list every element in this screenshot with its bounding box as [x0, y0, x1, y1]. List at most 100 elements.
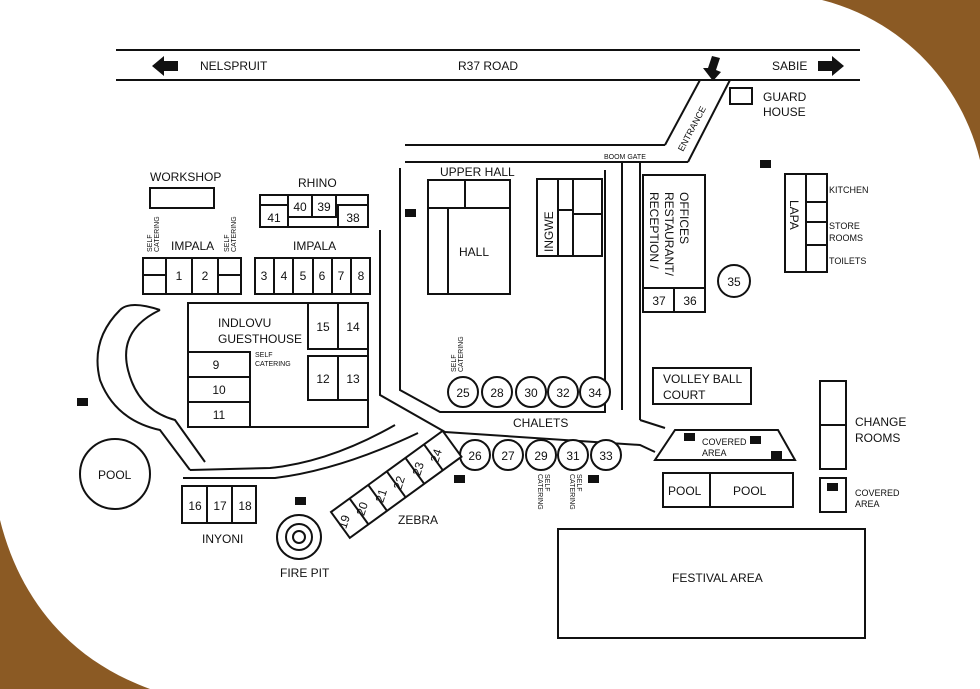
- workshop-building[interactable]: [149, 187, 215, 209]
- festival-area[interactable]: [557, 528, 866, 639]
- volleyball-label: COURT: [663, 388, 706, 402]
- unit-label[interactable]: 1: [176, 269, 183, 283]
- upper-hall-label: UPPER HALL: [440, 165, 515, 179]
- chalet-34[interactable]: [579, 376, 611, 408]
- unit-label[interactable]: 4: [281, 269, 288, 283]
- unit-label: 32: [556, 386, 570, 400]
- unit-39[interactable]: [311, 194, 337, 218]
- unit-label: 38: [346, 211, 360, 225]
- self-catering-note: SELF: [224, 234, 231, 252]
- hall-building[interactable]: [427, 179, 511, 295]
- unit-label[interactable]: 22: [390, 474, 408, 491]
- unit-label[interactable]: 24: [427, 447, 445, 464]
- volleyball-court[interactable]: [652, 367, 752, 405]
- unit-label: 13: [346, 372, 360, 386]
- self-catering-note: CATERING: [154, 216, 161, 252]
- reception-label: RESTAURANT/: [662, 192, 676, 276]
- covered-area-label: AREA: [702, 448, 727, 458]
- reception-label: RECEPTION /: [647, 192, 661, 269]
- lapa-label: LAPA: [787, 200, 801, 230]
- self-catering-note: CATERING: [255, 361, 291, 368]
- unit-label[interactable]: 21: [372, 487, 390, 504]
- unit-label[interactable]: 23: [409, 460, 427, 477]
- self-catering-note: SELF: [451, 354, 458, 372]
- unit-label: 31: [566, 449, 580, 463]
- pool-label: POOL: [733, 484, 767, 498]
- unit-label[interactable]: 16: [188, 499, 202, 513]
- marker-square-icon: [750, 436, 761, 444]
- unit-11[interactable]: [187, 401, 251, 428]
- marker-square-icon: [295, 497, 306, 505]
- guard-house[interactable]: [729, 87, 753, 105]
- inyoni-label: INYONI: [202, 532, 243, 546]
- self-catering-note: SELF: [255, 352, 273, 359]
- impala-right-label: IMPALA: [293, 239, 336, 253]
- guard-house-label: GUARD: [763, 90, 807, 104]
- unit-label[interactable]: 37: [652, 294, 666, 308]
- arrow-right-icon: [818, 56, 844, 76]
- arrow-down-icon: [703, 56, 721, 81]
- self-catering-note: SELF: [147, 234, 154, 252]
- covered-area-label: COVERED: [855, 488, 900, 498]
- unit-label[interactable]: 20: [353, 500, 371, 517]
- self-catering-note: CATERING: [536, 474, 543, 510]
- unit-41[interactable]: [259, 204, 289, 228]
- arrow-left-icon: [152, 56, 178, 76]
- unit-label: 25: [456, 386, 470, 400]
- unit-label[interactable]: 36: [683, 294, 697, 308]
- chalet-33[interactable]: [590, 439, 622, 471]
- chalets-top-row: 25 28 30 32 34: [447, 376, 611, 408]
- marker-square-icon: [827, 483, 838, 491]
- self-catering-note: CATERING: [568, 474, 575, 510]
- unit-label[interactable]: 19: [335, 513, 353, 530]
- marker-square-icon: [684, 433, 695, 441]
- impala-left-label: IMPALA: [171, 239, 214, 253]
- unit-label[interactable]: 6: [319, 269, 326, 283]
- chalet-25[interactable]: [447, 376, 479, 408]
- unit-label[interactable]: 5: [300, 269, 307, 283]
- unit-35[interactable]: [717, 264, 751, 298]
- unit-label: 34: [588, 386, 602, 400]
- boom-gate-label: BOOM GATE: [604, 154, 646, 161]
- chalet-27[interactable]: [492, 439, 524, 471]
- chalet-28[interactable]: [481, 376, 513, 408]
- chalet-30[interactable]: [515, 376, 547, 408]
- inyoni-block: [181, 485, 257, 524]
- fire-pit-label: FIRE PIT: [280, 566, 330, 580]
- unit-label: 33: [599, 449, 613, 463]
- unit-label[interactable]: 3: [261, 269, 268, 283]
- marker-square-icon: [588, 475, 599, 483]
- change-rooms-label: ROOMS: [855, 431, 900, 445]
- unit-label[interactable]: 17: [213, 499, 227, 513]
- unit-label: 11: [213, 408, 226, 422]
- marker-square-icon: [760, 160, 771, 168]
- unit-label[interactable]: 8: [358, 269, 365, 283]
- unit-label: 41: [267, 211, 281, 225]
- chalet-31[interactable]: [557, 439, 589, 471]
- ingwe-label: INGWE: [542, 211, 556, 252]
- unit-label[interactable]: 7: [338, 269, 345, 283]
- pool-left[interactable]: [79, 438, 151, 510]
- covered-area-label: COVERED: [702, 437, 747, 447]
- unit-label[interactable]: 18: [238, 499, 252, 513]
- unit-label: 15: [316, 320, 330, 334]
- marker-square-icon: [77, 398, 88, 406]
- unit-label: 35: [727, 275, 741, 289]
- rhino-label: RHINO: [298, 176, 337, 190]
- ingwe-building[interactable]: [536, 178, 603, 257]
- unit-label[interactable]: 2: [202, 269, 209, 283]
- zebra-label: ZEBRA: [398, 513, 438, 527]
- pool-right[interactable]: [662, 472, 794, 508]
- chalet-32[interactable]: [547, 376, 579, 408]
- unit-38[interactable]: [337, 204, 369, 228]
- toilets-label: TOILETS: [829, 256, 866, 266]
- unit-13[interactable]: [337, 355, 369, 401]
- chalet-29[interactable]: [525, 439, 557, 471]
- unit-9[interactable]: [187, 351, 251, 378]
- pool-label: POOL: [98, 468, 132, 482]
- covered-area-label: AREA: [855, 499, 880, 509]
- road-name: R37 ROAD: [458, 59, 518, 73]
- unit-label: 10: [212, 383, 226, 397]
- unit-14[interactable]: [337, 302, 369, 350]
